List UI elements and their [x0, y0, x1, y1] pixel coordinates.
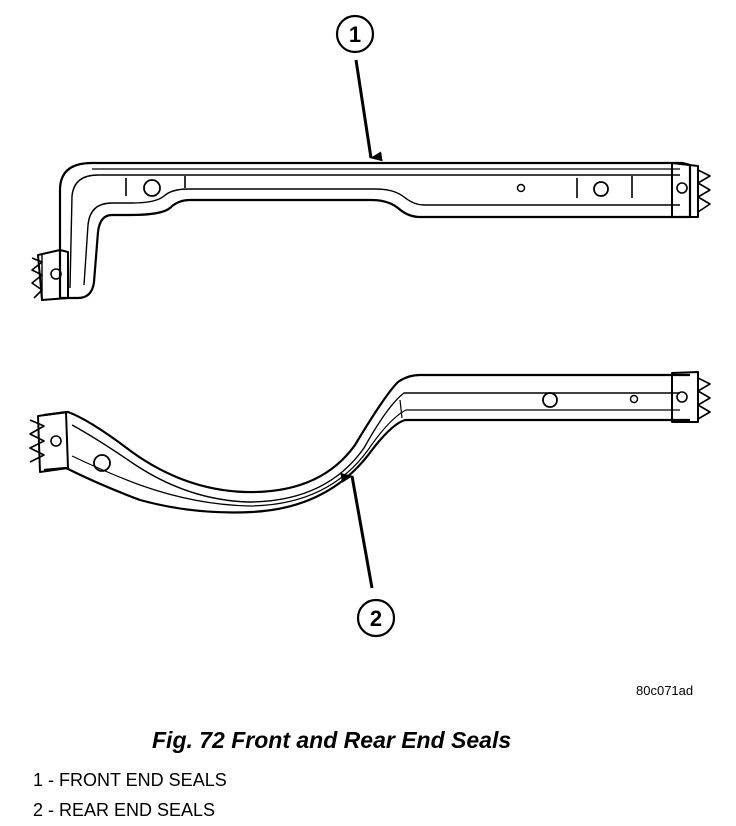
front-end-seal [31, 161, 711, 301]
callout-1-circle [335, 14, 375, 54]
figure-id: 80c071ad [636, 683, 694, 698]
rear-end-seal [29, 371, 711, 514]
callout-1-number: 1 [349, 22, 361, 47]
callout-2-number: 2 [370, 606, 382, 631]
callout-2: 2 [340, 473, 396, 638]
legend-item-front-end-seals: 1 - FRONT END SEALS [33, 770, 227, 790]
callout-2-circle [356, 598, 396, 638]
seal-diagram: 1 2 [29, 14, 711, 638]
callout-1: 1 [335, 14, 383, 162]
callout-2-arrow [340, 473, 374, 589]
figure-caption: Fig. 72 Front and Rear End Seals [152, 727, 512, 753]
callout-1-arrow [354, 59, 383, 162]
legend-item-rear-end-seals: 2 - REAR END SEALS [33, 800, 216, 820]
